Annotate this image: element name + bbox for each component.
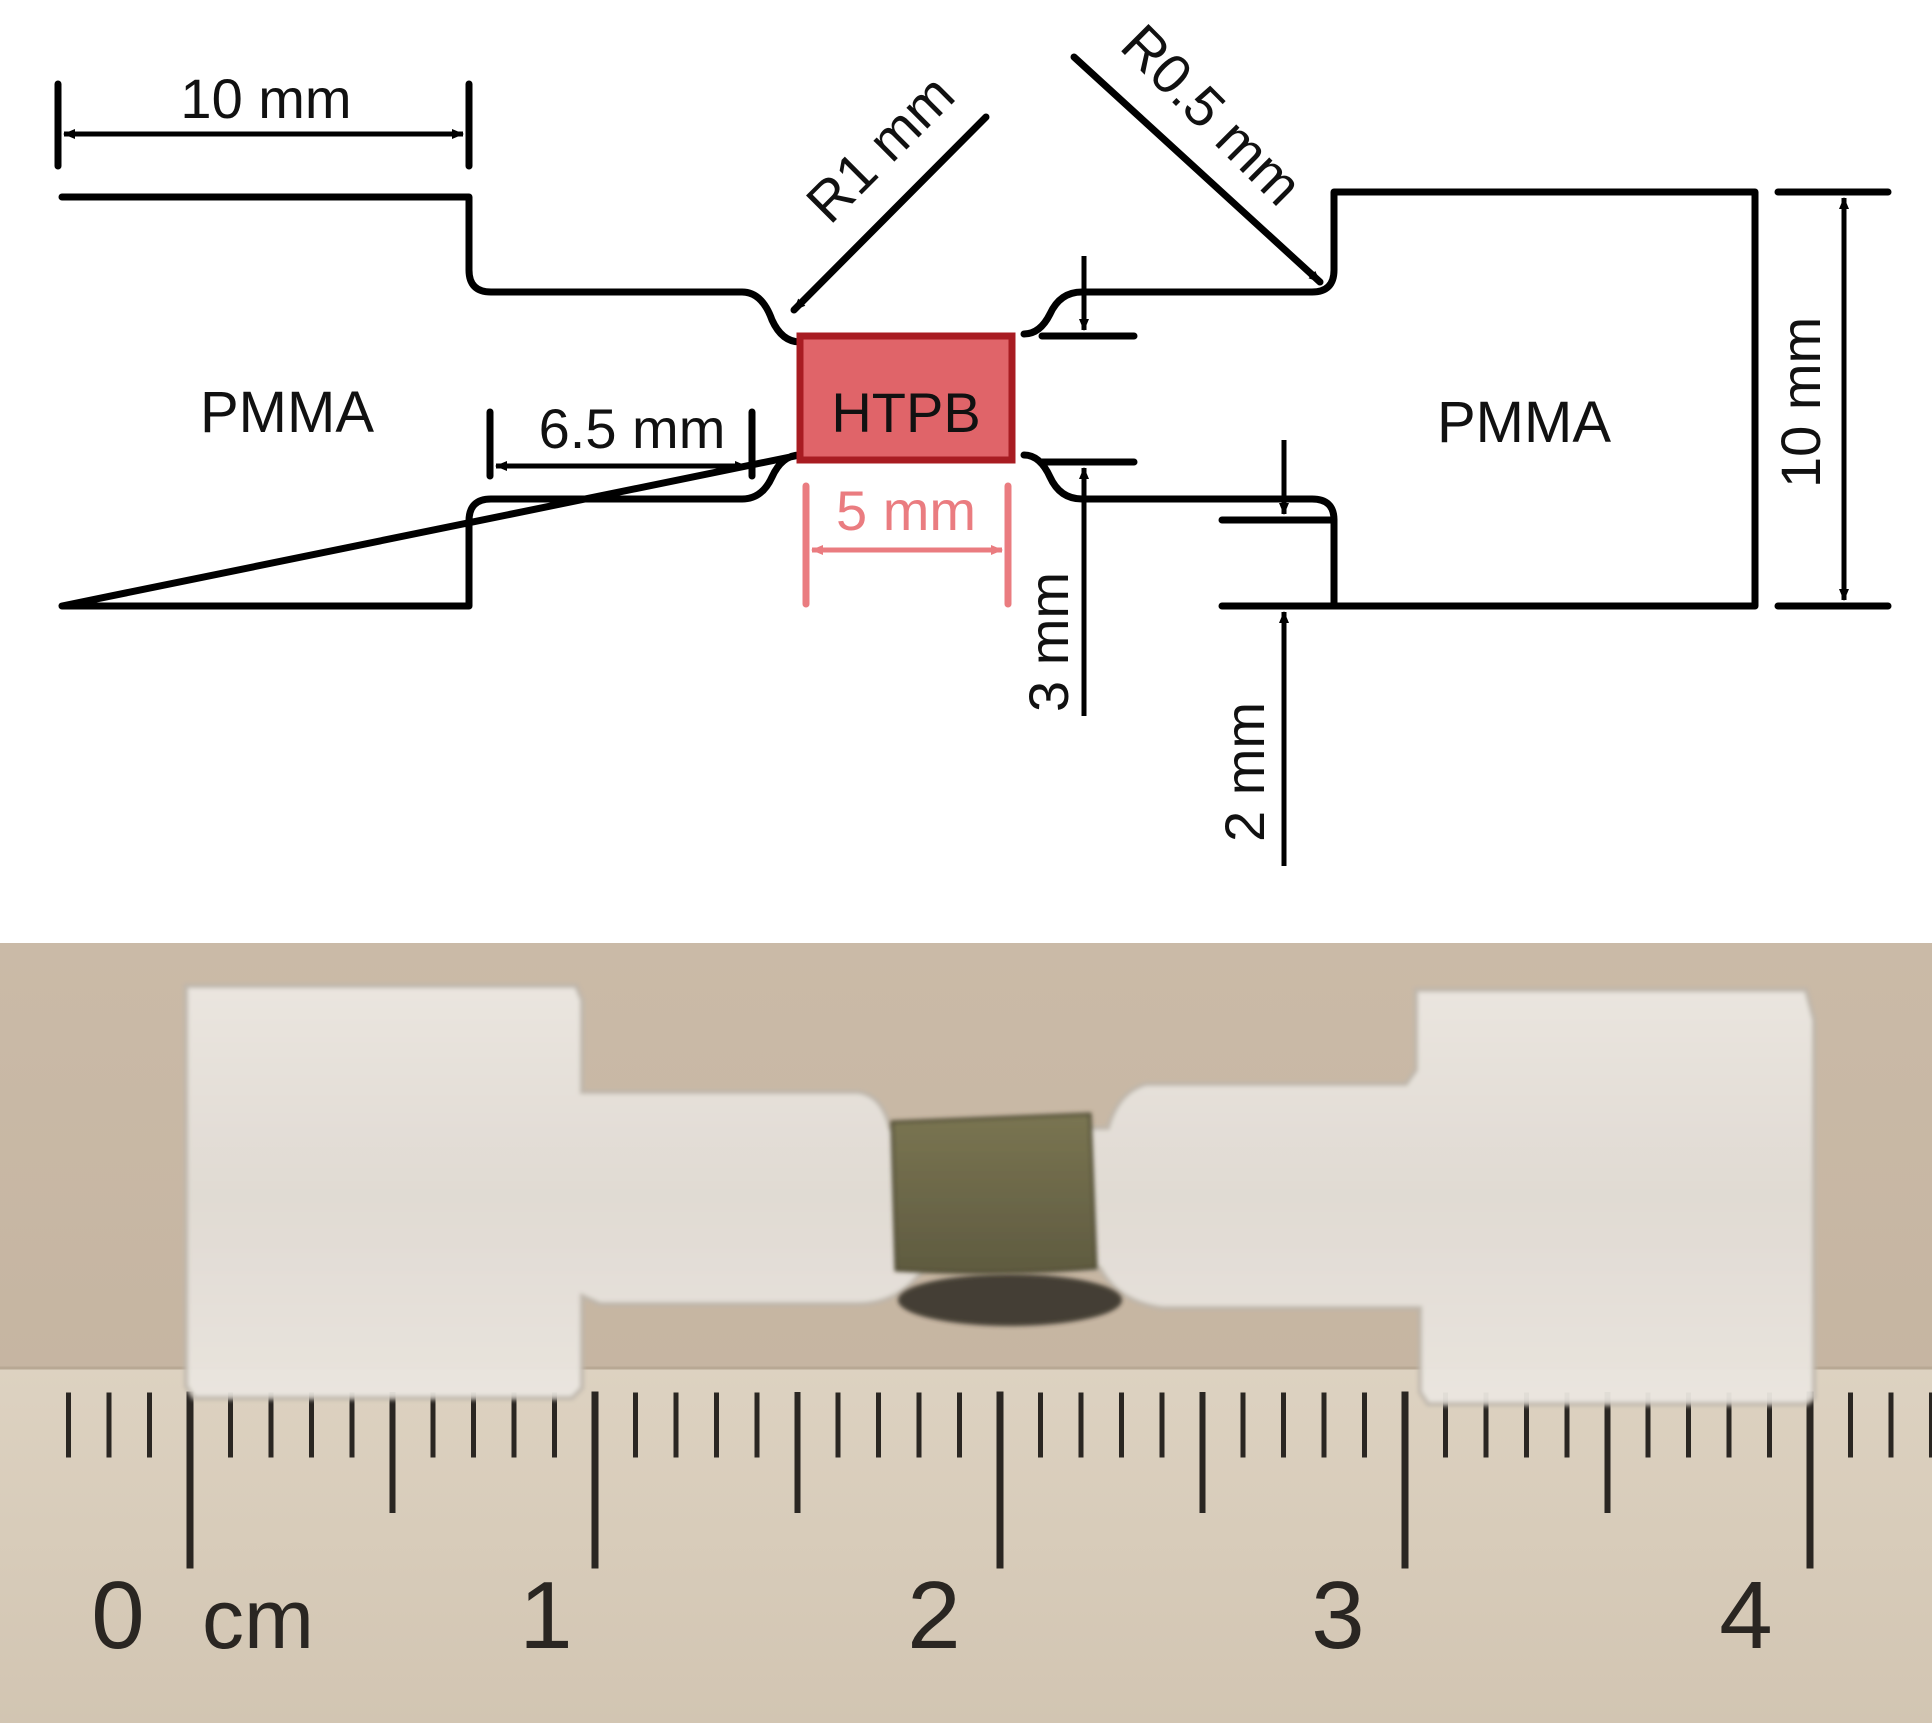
pmma-right-label: PMMA: [1437, 390, 1611, 455]
ruler-number-0: 0: [91, 1562, 144, 1669]
dimension-neck-height-label: 3 mm: [1017, 572, 1080, 712]
htpb-label: HTPB: [831, 381, 980, 444]
specimen-outline: [58, 188, 1759, 610]
ruler-unit: cm: [202, 1572, 314, 1666]
ruler-ticks: [66, 1391, 1932, 1569]
ruler-labels: 0 cm 1 2 3 4: [91, 1562, 1772, 1669]
photo-htpb-block: [890, 1112, 1098, 1275]
htpb-block: [796, 332, 1016, 464]
dimension-shoulder-label: 2 mm: [1213, 702, 1276, 842]
technical-drawing: HTPB PMMA PMMA 10 mm R1 mm R0.5 mm 6.5 m…: [54, 12, 1892, 866]
dimension-shoulder: 2 mm: [1213, 440, 1338, 866]
ruler-number-1: 1: [519, 1562, 572, 1669]
dimension-sample-length: 5 mm: [802, 479, 1012, 608]
dimension-grip-length: 10 mm: [54, 67, 473, 170]
ruler-number-2: 2: [907, 1562, 960, 1669]
dimension-radius-large-label: R1 mm: [794, 62, 966, 234]
dimension-grip-height-label: 10 mm: [1769, 317, 1832, 488]
ruler: [0, 1368, 1932, 1723]
specimen-photo: 0 cm 1 2 3 4: [0, 943, 1932, 1723]
dimension-radius-small: R0.5 mm: [1070, 12, 1324, 286]
dimension-neck-height: 3 mm: [1017, 256, 1138, 716]
dimension-radius-large: R1 mm: [790, 62, 990, 314]
dimension-grip-height: 10 mm: [1769, 188, 1892, 610]
ruler-number-4: 4: [1719, 1562, 1772, 1669]
photo-specimen: [184, 984, 1816, 1406]
dimension-sample-length-label: 5 mm: [836, 479, 976, 542]
dimension-neck-length-label: 6.5 mm: [539, 397, 726, 460]
dimension-grip-length-label: 10 mm: [180, 67, 351, 130]
ruler-number-3: 3: [1311, 1562, 1364, 1669]
dimension-neck-length: 6.5 mm: [486, 397, 756, 480]
pmma-left-label: PMMA: [200, 380, 374, 445]
